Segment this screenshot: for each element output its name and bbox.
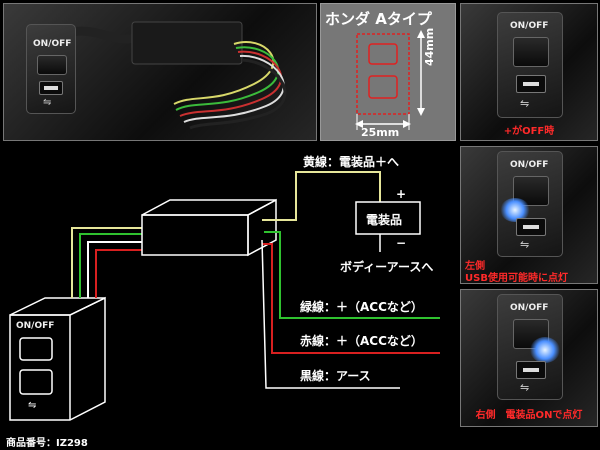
product-number: 商品番号：IZ298 xyxy=(6,438,88,449)
input-wires xyxy=(71,227,142,298)
power-button xyxy=(37,55,67,75)
device-label: 電装品 xyxy=(366,213,403,227)
diagram-switch-unit xyxy=(9,296,106,421)
state-switch: ON/OFF ⇋ xyxy=(497,151,563,257)
state-off-photo: ON/OFF ⇋ +がOFF時 xyxy=(460,3,598,141)
usb-port xyxy=(516,75,546,93)
device-led-glow xyxy=(530,337,560,363)
state-caption-line2: USB使用可能時に点灯 xyxy=(465,273,568,284)
state-switch: ON/OFF ⇋ xyxy=(497,12,563,118)
product-photo: ON/OFF ⇋ xyxy=(3,3,317,141)
usb-icon: ⇋ xyxy=(520,97,530,110)
usb-port xyxy=(39,81,63,95)
black-wire-label: 黒線：アース xyxy=(300,369,371,383)
dimension-panel: ホンダ Aタイプ 44mm 25mm xyxy=(320,3,456,141)
device-minus-sign: − xyxy=(396,236,407,250)
relay-box xyxy=(141,198,277,257)
state-caption: 右側 電装品ONで点灯 xyxy=(475,410,583,421)
green-wire-label: 緑線：＋（ACCなど） xyxy=(300,300,423,314)
usb-port xyxy=(516,218,546,236)
height-label: 44mm xyxy=(423,27,436,66)
diagram-usb-icon: ⇋ xyxy=(28,400,37,411)
usb-port xyxy=(516,361,546,379)
wiring-diagram xyxy=(9,171,440,421)
width-label: 25mm xyxy=(361,126,400,139)
switch-label: ON/OFF xyxy=(33,39,72,49)
dimension-drawing xyxy=(355,30,425,130)
state-caption: +がOFF時 xyxy=(503,126,555,137)
switch-label: ON/OFF xyxy=(510,303,549,313)
body-earth-label: ボディーアースへ xyxy=(340,260,434,274)
yellow-wire-label: 黄線：電装品＋へ xyxy=(303,155,400,169)
output-wires xyxy=(261,171,440,389)
switch-label: ON/OFF xyxy=(510,160,549,170)
usb-icon: ⇋ xyxy=(43,97,52,108)
usb-icon: ⇋ xyxy=(520,238,530,251)
state-switch: ON/OFF ⇋ xyxy=(497,294,563,400)
power-button xyxy=(513,37,549,67)
state-usb-photo: ON/OFF ⇋ 左側 USB使用可能時に点灯 xyxy=(460,146,598,284)
device-box xyxy=(355,201,421,235)
diagram-switch-label: ON/OFF xyxy=(16,321,55,331)
harness-wires xyxy=(62,21,287,130)
device-plus-sign: + xyxy=(396,187,407,201)
dimension-title: ホンダ Aタイプ xyxy=(325,10,432,28)
usb-icon: ⇋ xyxy=(520,381,530,394)
switch-label: ON/OFF xyxy=(510,21,549,31)
red-wire-label: 赤線：＋（ACCなど） xyxy=(300,334,423,348)
state-caption-line1: 左側 xyxy=(465,261,485,272)
product-switch: ON/OFF ⇋ xyxy=(26,24,76,114)
state-device-photo: ON/OFF ⇋ 右側 電装品ONで点灯 xyxy=(460,289,598,427)
